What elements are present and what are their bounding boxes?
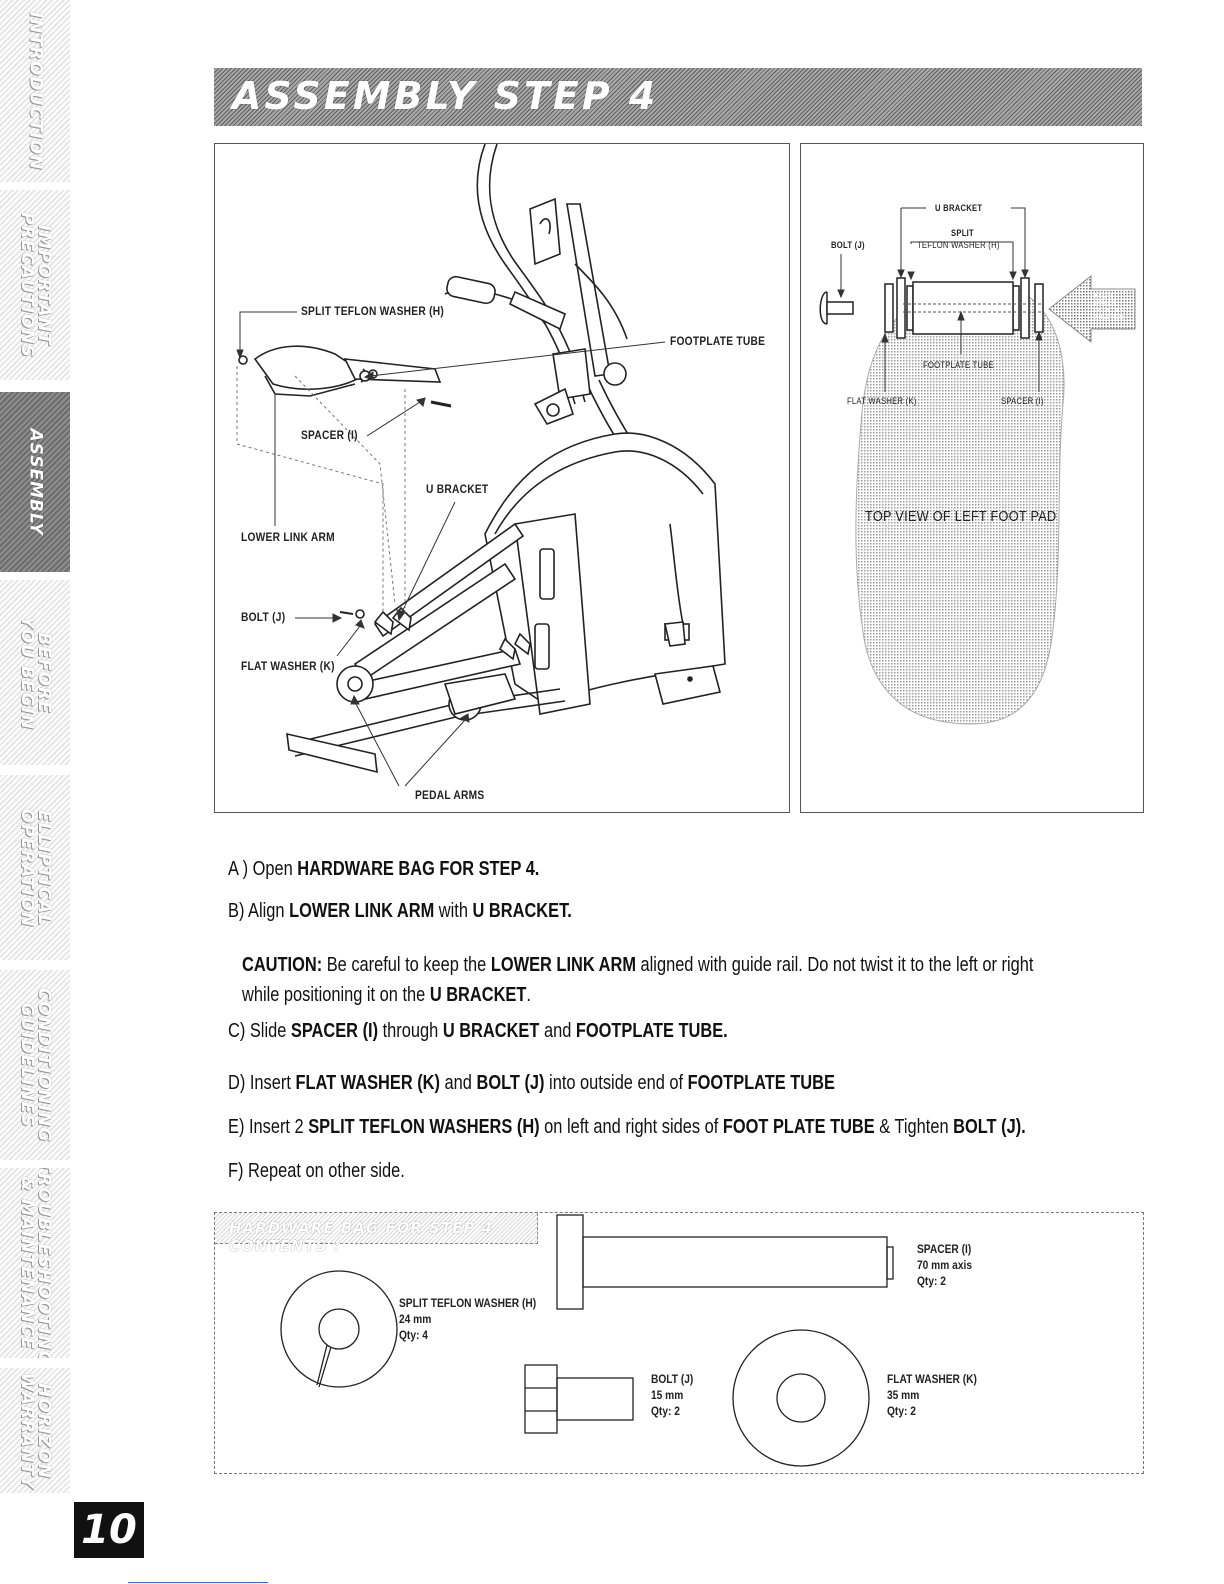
- elliptical-machine-illustration: [236, 144, 726, 787]
- hardware-bag-title: HARDWARE BAG FOR STEP 4 CONTENTS :: [215, 1213, 538, 1255]
- top-label-bolt: BOLT (J): [831, 240, 865, 250]
- split-teflon-washer-drawing: [280, 1270, 398, 1388]
- instruction-a: A ) Open HARDWARE BAG FOR STEP 4.: [228, 858, 540, 880]
- label-lower-link-arm: LOWER LINK ARM: [241, 530, 335, 544]
- instruction-d: D) Insert FLAT WASHER (K) and BOLT (J) i…: [228, 1072, 835, 1094]
- sidebar-tab-label: ASSEMBLY: [25, 428, 46, 536]
- label-u-bracket: U BRACKET: [426, 482, 489, 496]
- sidebar-tab-assembly[interactable]: ASSEMBLY: [0, 392, 70, 572]
- instruction-f: F) Repeat on other side.: [228, 1160, 405, 1182]
- instruction-c: C) Slide SPACER (I) through U BRACKET an…: [228, 1020, 728, 1042]
- bolt-drawing: [524, 1364, 558, 1434]
- foot-pad-label: TOP VIEW OF LEFT FOOT PAD: [865, 508, 1057, 525]
- page-number: 10: [74, 1502, 144, 1558]
- footer-line: [128, 1582, 268, 1583]
- sidebar-tab-label: HORIZON WARRANTY: [17, 1372, 54, 1489]
- sidebar-tab-label: INTRODUCTION: [25, 11, 46, 171]
- assembly-diagram-panel: SPLIT TEFLON WASHER (H) FOOTPLATE TUBE S…: [214, 143, 790, 813]
- sidebar-tab-label: ELLIPTICAL OPERATION: [17, 808, 54, 927]
- hw-bolt: BOLT (J) 15 mm Qty: 2: [651, 1372, 694, 1418]
- sidebar-tab-label: CONDITIONING GUIDELINES: [17, 987, 54, 1143]
- sidebar-tab-introduction[interactable]: INTRODUCTION: [0, 0, 70, 182]
- label-spacer: SPACER (I): [301, 428, 358, 442]
- page-title: ASSEMBLY STEP 4: [232, 74, 659, 118]
- label-split-teflon-washer: SPLIT TEFLON WASHER (H): [301, 304, 444, 318]
- instruction-e: E) Insert 2 SPLIT TEFLON WASHERS (H) on …: [228, 1116, 1026, 1138]
- sidebar-tab-conditioning-guidelines[interactable]: CONDITIONING GUIDELINES: [0, 970, 70, 1160]
- insert-direction-arrow: [1048, 274, 1136, 344]
- hw-flat-washer: FLAT WASHER (K) 35 mm Qty: 2: [887, 1372, 977, 1418]
- label-bolt: BOLT (J): [241, 610, 286, 624]
- sidebar-tab-horizon-warranty[interactable]: HORIZON WARRANTY: [0, 1368, 70, 1493]
- step-banner: ASSEMBLY STEP 4: [214, 68, 1142, 126]
- flat-washer-drawing: [732, 1329, 870, 1467]
- sidebar-tab-elliptical-operation[interactable]: ELLIPTICAL OPERATION: [0, 775, 70, 960]
- top-label-flat-washer: FLAT WASHER (K): [847, 396, 917, 406]
- caution-note: CAUTION: Be careful to keep the LOWER LI…: [242, 954, 1034, 1006]
- sidebar-tab-label: IMPORTANT PRECAUTIONS: [17, 212, 54, 358]
- sidebar-tab-label: BEFORE YOU BEGIN: [17, 615, 54, 730]
- top-view-diagram-panel: U BRACKET SPLIT TEFLON WASHER (H) BOLT (…: [800, 143, 1144, 813]
- sidebar-tab-troubleshooting-maintenance[interactable]: TROUBLESHOOTING & MAINTENANCE: [0, 1168, 70, 1358]
- spacer-drawing: [556, 1214, 584, 1310]
- sidebar-tab-before-you-begin[interactable]: BEFORE YOU BEGIN: [0, 580, 70, 765]
- label-footplate-tube: FOOTPLATE TUBE: [670, 334, 766, 348]
- top-label-teflon-washer: TEFLON WASHER (H): [917, 240, 1000, 250]
- foot-pad-shape: [855, 282, 1065, 725]
- instruction-b: B) Align LOWER LINK ARM with U BRACKET.: [228, 900, 572, 922]
- arrow-label: INSERT SPACER FROM THIS DIRECTION: [1093, 294, 1124, 321]
- sidebar-tab-important-precautions[interactable]: IMPORTANT PRECAUTIONS: [0, 190, 70, 380]
- hw-spacer: SPACER (I) 70 mm axis Qty: 2: [917, 1242, 973, 1288]
- top-label-split: SPLIT: [951, 228, 974, 238]
- label-pedal-arms: PEDAL ARMS: [415, 788, 485, 802]
- top-label-spacer: SPACER (I): [1001, 396, 1044, 406]
- hardware-illustrations: [280, 1214, 894, 1467]
- top-label-u-bracket: U BRACKET: [935, 203, 983, 213]
- top-label-footplate-tube: FOOTPLATE TUBE: [923, 360, 994, 370]
- hw-split-teflon-washer: SPLIT TEFLON WASHER (H) 24 mm Qty: 4: [399, 1296, 537, 1342]
- top-view-illustration: [819, 207, 1136, 725]
- hardware-bag-contents: HARDWARE BAG FOR STEP 4 CONTENTS : SPLIT…: [214, 1212, 1144, 1474]
- label-flat-washer: FLAT WASHER (K): [241, 659, 335, 673]
- sidebar-tab-label: TROUBLESHOOTING & MAINTENANCE: [17, 1168, 54, 1358]
